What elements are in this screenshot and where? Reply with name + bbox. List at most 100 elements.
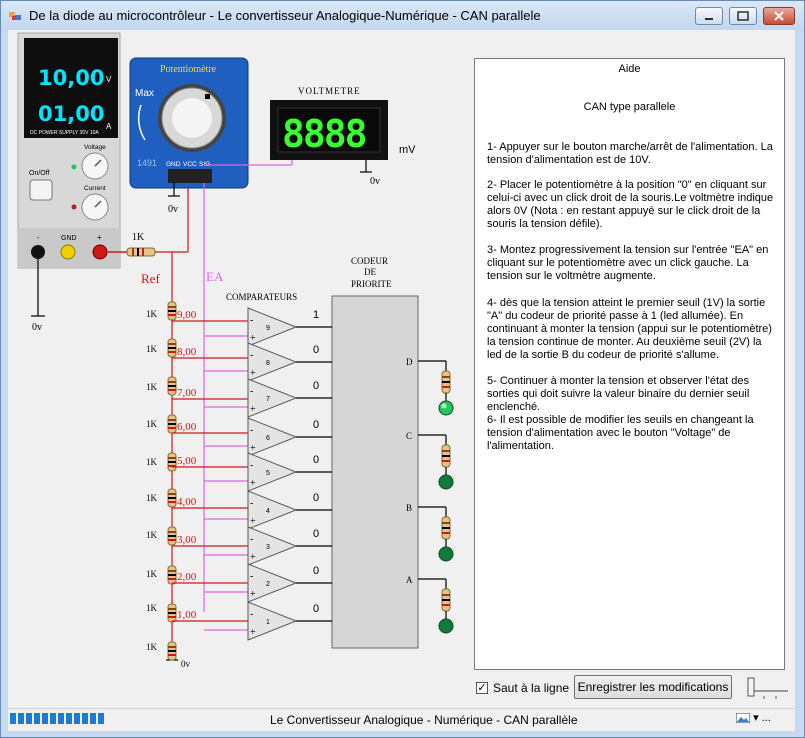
close-icon xyxy=(774,11,784,21)
comparator-plus-sign: + xyxy=(250,368,256,379)
slider-thumb[interactable] xyxy=(747,677,755,697)
help-step-3: 3- Montez progressivement la tension sur… xyxy=(487,244,769,282)
ref-label: Ref xyxy=(141,271,160,286)
ea-label: EA xyxy=(206,269,224,284)
comparator-output-value: 0 xyxy=(313,454,319,466)
threshold-label: 1,00 xyxy=(177,609,197,621)
voltage-display: 10,00 xyxy=(38,66,104,90)
comparator-plus-sign: + xyxy=(250,333,256,344)
comparator-bank: -+91-+80-+70-+60-+50-+40-+30-+20-+10 xyxy=(204,307,332,641)
picture-icon xyxy=(735,712,751,724)
comparator-minus-sign: - xyxy=(250,460,253,471)
comparator-plus-sign: + xyxy=(250,627,256,638)
ladder-resistor xyxy=(167,565,177,585)
comparator-plus-sign: + xyxy=(250,552,256,563)
resistor-top xyxy=(126,247,156,257)
help-step-1: 1- Appuyer sur le bouton marche/arrêt de… xyxy=(487,141,773,166)
model-label: DC POWER SUPPLY 30V 10A xyxy=(30,130,99,136)
threshold-label: 2,00 xyxy=(177,571,197,583)
comparator-plus-sign: + xyxy=(250,404,256,415)
comparator: -+1 xyxy=(247,601,298,641)
status-text: Le Convertisseur Analogique - Numérique … xyxy=(270,713,578,727)
threshold-label: 4,00 xyxy=(177,496,197,508)
current-unit: A xyxy=(106,122,112,131)
priority-encoder: CODEUR DE PRIORITE xyxy=(331,256,419,649)
voltage-led xyxy=(71,164,77,170)
comparator: - +5 xyxy=(247,452,298,492)
comparator-plus-sign: + xyxy=(250,443,256,454)
potentiometer-number: 1491 xyxy=(137,158,157,168)
ladder-resistor-label: 1K xyxy=(146,530,158,540)
comparator-minus-sign: - xyxy=(250,571,253,582)
led-resistor xyxy=(441,370,451,394)
status-bar: Le Convertisseur Analogique - Numérique … xyxy=(8,708,795,731)
encoder-output-label: C xyxy=(406,431,412,441)
help-step-5: 5- Continuer à monter la tension et obse… xyxy=(487,375,750,413)
power-supply: 10,00 V 01,00 A DC POWER SUPPLY 30V 10A … xyxy=(17,32,121,269)
ladder-resistor-label: 1K xyxy=(146,344,158,354)
comparator-id: 3 xyxy=(266,544,270,551)
current-led xyxy=(71,204,77,210)
ladder-resistor xyxy=(167,452,177,472)
ladder-resistor-label: 1K xyxy=(146,382,158,392)
ladder-resistor-label: 1K xyxy=(146,457,158,467)
threshold-label: 9,00 xyxy=(177,309,197,321)
maximize-button[interactable] xyxy=(729,7,757,25)
ladder-resistor-label: 1K xyxy=(146,603,158,613)
comparator-minus-sign: - xyxy=(250,386,253,397)
comparators-label: COMPARATEURS xyxy=(226,292,297,302)
help-panel: Aide CAN type parallele 1- Appuyer sur l… xyxy=(474,58,785,670)
pin-vcc-label: VCC xyxy=(183,161,197,168)
pot-ground-label: 0v xyxy=(168,204,178,215)
ladder-resistor xyxy=(167,414,177,434)
save-button[interactable]: Enregistrer les modifications xyxy=(574,675,732,699)
comparator-minus-sign: - xyxy=(250,425,253,436)
comparator: - +2 xyxy=(247,563,298,603)
comparator-output-value: 0 xyxy=(313,380,319,392)
saut-checkbox[interactable]: ✓ xyxy=(476,682,488,694)
voltmeter-ground-label: 0v xyxy=(370,176,380,187)
threshold-label: 3,00 xyxy=(177,534,197,546)
ladder-resistor xyxy=(167,641,177,661)
overflow-menu[interactable]: ▾ ... xyxy=(753,712,771,724)
current-knob-label: Current xyxy=(84,185,106,192)
comparator-plus-sign: + xyxy=(250,516,256,527)
font-size-slider[interactable] xyxy=(742,674,790,700)
ladder-resistor xyxy=(167,603,177,623)
minimize-button[interactable] xyxy=(695,7,723,25)
comparator-plus-sign: + xyxy=(250,589,256,600)
ladder-resistor xyxy=(167,488,177,508)
ladder-resistor xyxy=(167,338,177,358)
help-step-6: 6- Il est possible de modifier les seuil… xyxy=(487,414,754,452)
comparator-minus-sign: - xyxy=(250,498,253,509)
comparator-output-value: 0 xyxy=(313,344,319,356)
potentiometer[interactable]: Potentiomètre Max 1491 GND VCC SIG xyxy=(129,57,249,189)
encoder-label-1: CODEUR xyxy=(351,256,388,266)
comparator-output-value: 0 xyxy=(313,492,319,504)
comparator-plus-sign: + xyxy=(250,478,256,489)
voltmeter-display: 8888 xyxy=(282,112,366,156)
led-d xyxy=(438,400,454,416)
resistor-ladder: 1K1K1K1K1K1K1K1K1K1K9,008,007,006,005,00… xyxy=(146,294,248,661)
potentiometer-max-label: Max xyxy=(135,88,154,99)
onoff-button[interactable] xyxy=(29,179,53,201)
terminal-plus-label: + xyxy=(97,233,102,242)
encoder-output-label: A xyxy=(406,575,413,585)
comparator-minus-sign: - xyxy=(250,534,253,545)
status-tray[interactable]: ▾ ... xyxy=(735,711,771,724)
comparator-id: 8 xyxy=(266,360,270,367)
resistor-top-label: 1K xyxy=(132,232,145,243)
minimize-icon xyxy=(705,18,713,20)
comparator-id: 5 xyxy=(266,470,270,477)
comparator-output-value: 0 xyxy=(313,603,319,615)
comparator-id: 7 xyxy=(266,396,270,403)
saut-label: Saut à la ligne xyxy=(493,681,570,695)
ladder-resistor-label: 1K xyxy=(146,569,158,579)
comparator: - +3 xyxy=(247,526,298,566)
close-button[interactable] xyxy=(763,7,795,25)
comparator: -+6 xyxy=(247,417,298,457)
comparator-output-value: 0 xyxy=(313,528,319,540)
comparator-id: 2 xyxy=(266,581,270,588)
pin-gnd-label: GND xyxy=(166,161,181,168)
threshold-label: 7,00 xyxy=(177,387,197,399)
